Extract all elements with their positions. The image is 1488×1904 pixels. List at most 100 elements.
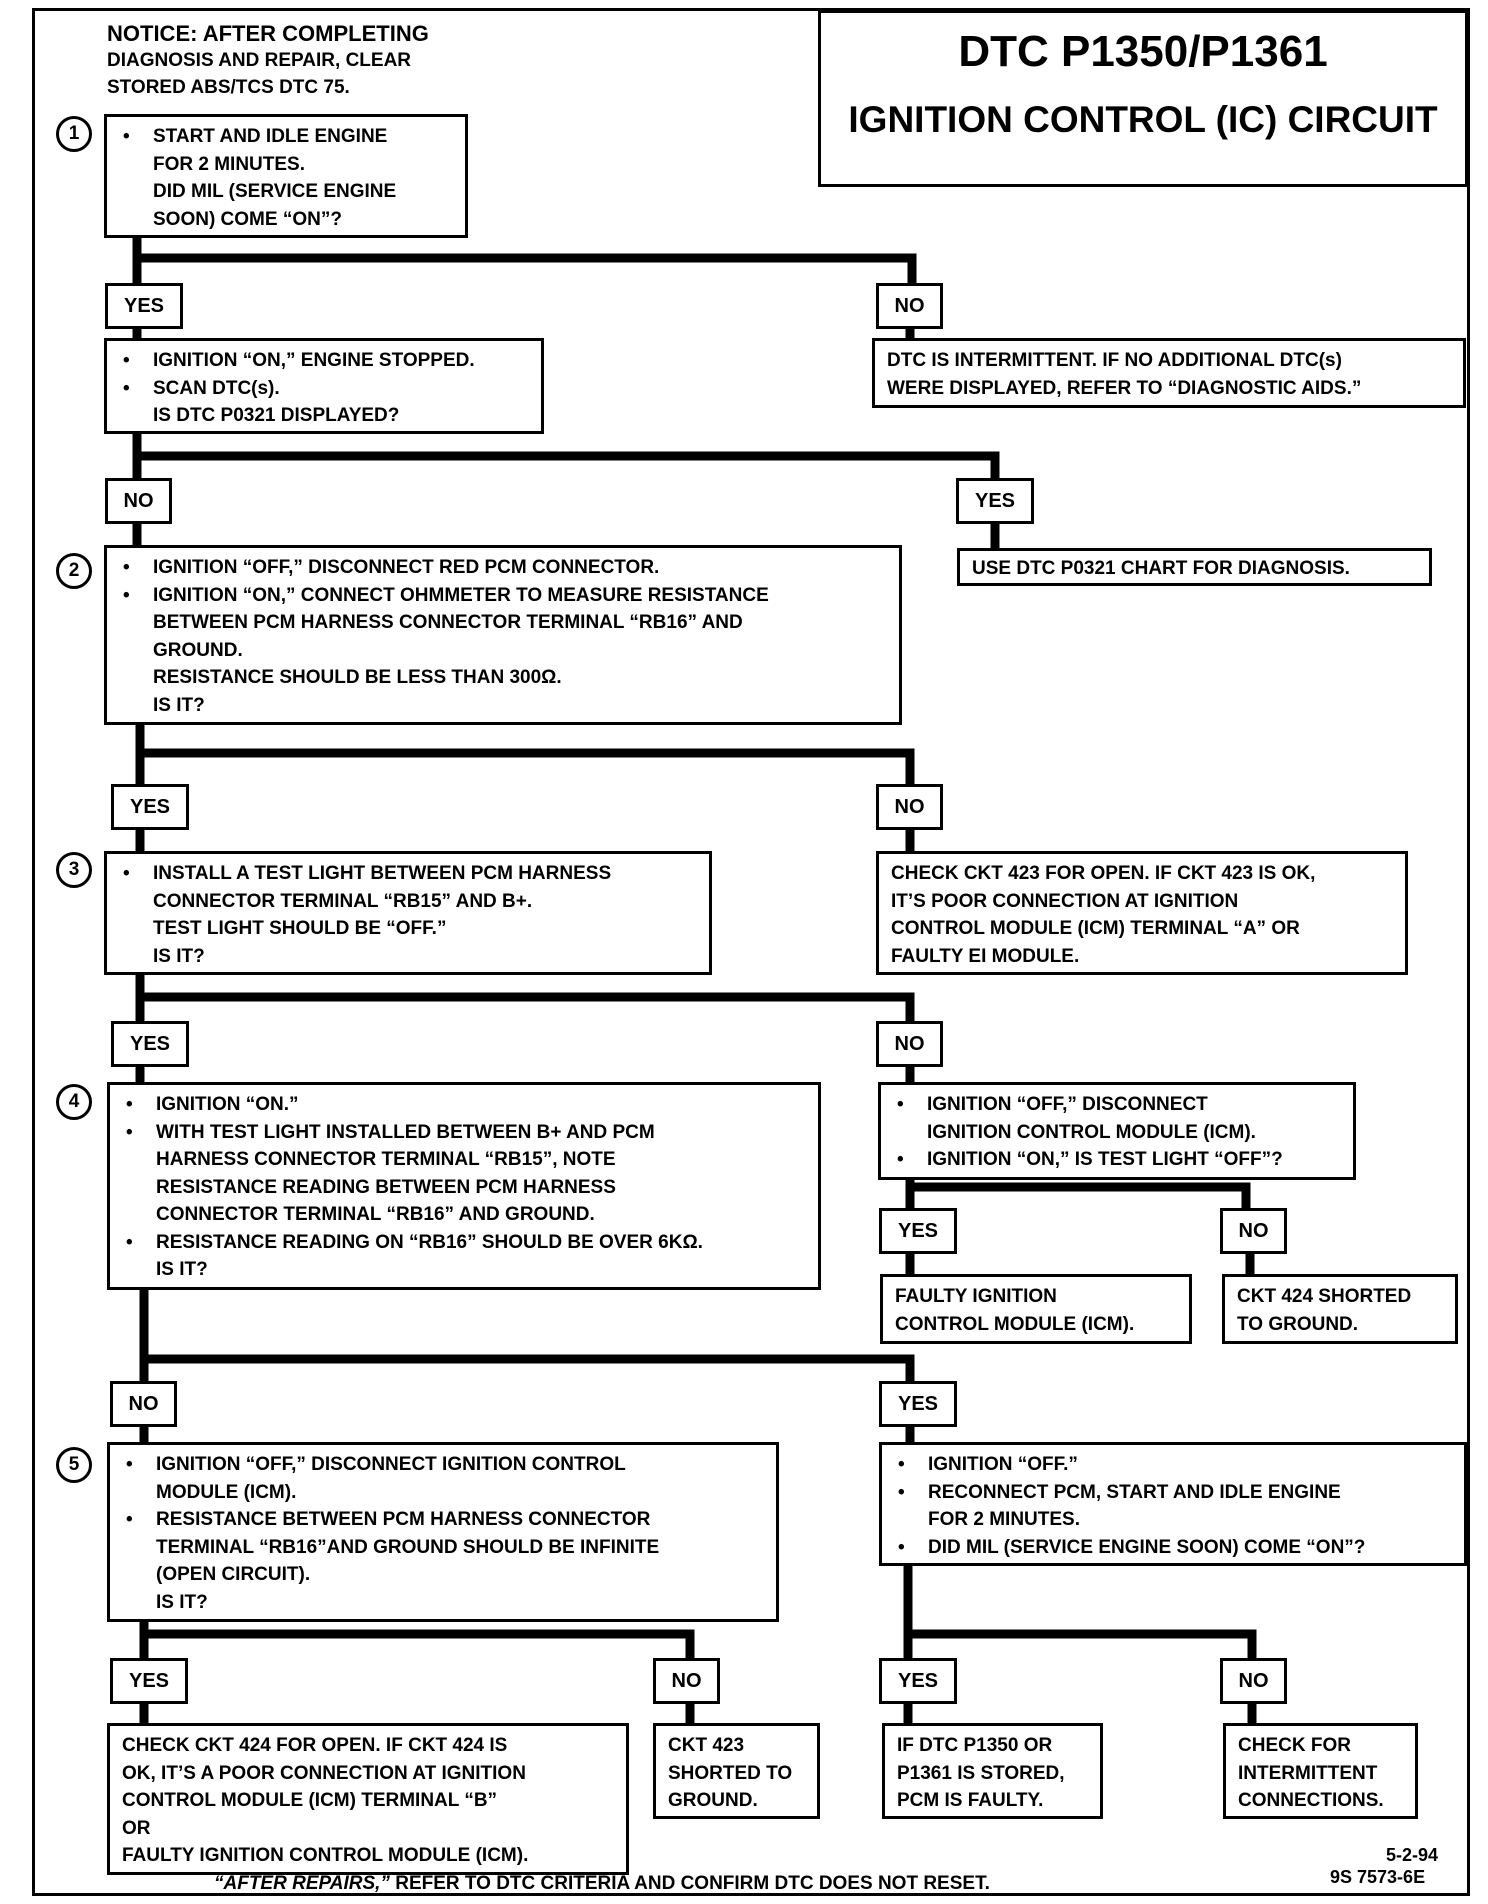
text-line: CONNECTIONS. [1238,1790,1384,1811]
step-marker-4: 4 [56,1084,92,1120]
bullet-line: DID MIL (SERVICE ENGINE SOON) COME “ON”? [894,1534,1454,1562]
text-line: IF DTC P1350 OR [897,1735,1053,1756]
text-line: CKT 424 SHORTED [1237,1286,1412,1307]
text-line: OK, IT’S A POOR CONNECTION AT IGNITION [122,1762,526,1784]
label-icm-yes: YES [879,1208,957,1254]
bullet-line: RESISTANCE READING ON “RB16” SHOULD BE O… [122,1229,808,1257]
text-line: RESISTANCE SHOULD BE LESS THAN 300Ω. [153,667,562,688]
bullet-line: IGNITION “OFF,” DISCONNECT [893,1091,1343,1119]
step-marker-5: 5 [56,1447,92,1483]
label-step5-yes: YES [110,1658,188,1704]
text-line: IGNITION CONTROL MODULE (ICM). [927,1121,1256,1143]
bullet-line: IGNITION “OFF,” DISCONNECT RED PCM CONNE… [119,554,889,582]
step-marker-2: 2 [56,553,92,589]
icm-faulty-box: FAULTY IGNITION CONTROL MODULE (ICM). [880,1274,1192,1344]
label-step1-no: NO [876,283,943,329]
title-circuit: IGNITION CONTROL (IC) CIRCUIT [848,99,1438,140]
text-line: FOR 2 MINUTES. [928,1509,1081,1530]
text-line: CHECK FOR [1238,1735,1351,1756]
bullet-line: INSTALL A TEST LIGHT BETWEEN PCM HARNESS [119,860,699,888]
text-line: CKT 423 [668,1735,745,1756]
bullet-line: IGNITION “ON,” CONNECT OHMMETER TO MEASU… [119,582,889,610]
bullet-line: IGNITION “ON.” [122,1091,808,1119]
notice-line: NOTICE: AFTER COMPLETING [107,21,429,46]
text-line: FAULTY IGNITION CONTROL MODULE (ICM). [122,1845,529,1866]
footer-rest: REFER TO DTC CRITERIA AND CONFIRM DTC DO… [389,1873,990,1894]
step4-box: IGNITION “ON.”WITH TEST LIGHT INSTALLED … [107,1082,821,1290]
label-step5-no: NO [653,1658,720,1704]
text-line: CONTROL MODULE (ICM) TERMINAL “A” OR [891,918,1300,939]
text-line: CONTROL MODULE (ICM) TERMINAL “B” [122,1790,498,1811]
label-step2-no: NO [876,784,943,830]
text-line: P1361 IS STORED, [897,1762,1065,1784]
label-icm-no: NO [1220,1208,1287,1254]
step5-box: IGNITION “OFF,” DISCONNECT IGNITION CONT… [107,1442,779,1622]
notice-text: NOTICE: AFTER COMPLETING DIAGNOSIS AND R… [107,20,429,101]
text-line: GROUND. [153,639,243,661]
label-step1-yes: YES [105,283,183,329]
p0321-box: USE DTC P0321 CHART FOR DIAGNOSIS. [957,548,1432,586]
text-line: GROUND. [668,1790,758,1811]
doc-id: 9S 7573-6E [1330,1867,1426,1887]
bullet-line: IGNITION “OFF.” [894,1451,1454,1479]
step-marker-3: 3 [56,852,92,888]
bullet-line: IGNITION “OFF,” DISCONNECT IGNITION CONT… [122,1451,766,1479]
text-line: RESISTANCE READING BETWEEN PCM HARNESS [156,1176,616,1198]
text-line: IS IT? [153,945,205,967]
text-line: DTC IS INTERMITTENT. IF NO ADDITIONAL DT… [887,350,1342,371]
step1-no-box: DTC IS INTERMITTENT. IF NO ADDITIONAL DT… [872,338,1466,408]
text-line: (OPEN CIRCUIT). [156,1564,311,1585]
text-line: FAULTY IGNITION [895,1286,1057,1307]
notice-line: DIAGNOSIS AND REPAIR, CLEAR [107,50,412,71]
text-line: FOR 2 MINUTES. [153,153,306,175]
label-step2-yes: YES [111,784,189,830]
text-line: MODULE (ICM). [156,1481,297,1503]
footer-after-repairs: “AFTER REPAIRS,” [214,1873,390,1894]
step3-no-box: CHECK CKT 423 FOR OPEN. IF CKT 423 IS OK… [876,851,1408,975]
title-box: DTC P1350/P1361 IGNITION CONTROL (IC) CI… [818,10,1468,187]
label-mil-yes: YES [879,1658,957,1704]
label-p0321-no: NO [105,478,172,524]
text-line: TERMINAL “RB16”AND GROUND SHOULD BE INFI… [156,1536,660,1558]
label-p0321-yes: YES [956,478,1034,524]
label-step3-yes: YES [111,1021,189,1067]
notice-line: STORED ABS/TCS DTC 75. [107,77,350,98]
text-line: OR [122,1817,151,1839]
step4-yes-box: IGNITION “OFF.”RECONNECT PCM, START AND … [879,1442,1467,1566]
text-line: CONTROL MODULE (ICM). [895,1313,1135,1335]
bullet-line: WITH TEST LIGHT INSTALLED BETWEEN B+ AND… [122,1119,808,1147]
label-step3-no: NO [876,1021,943,1067]
text-line: SOON) COME “ON”? [153,208,342,230]
text-line: IS IT? [156,1591,208,1613]
text-line: IS IT? [156,1259,208,1280]
text-line: BETWEEN PCM HARNESS CONNECTOR TERMINAL “… [153,612,743,633]
text-line: USE DTC P0321 CHART FOR DIAGNOSIS. [972,558,1350,579]
pcm-faulty-box: IF DTC P1350 OR P1361 IS STORED, PCM IS FA… [882,1723,1103,1819]
footer-note: “AFTER REPAIRS,” REFER TO DTC CRITERIA A… [214,1870,990,1897]
step1-yes-box: IGNITION “ON,” ENGINE STOPPED.SCAN DTC(s… [104,338,544,434]
bullet-line: IGNITION “ON,” IS TEST LIGHT “OFF”? [893,1146,1343,1174]
bullet-line: RESISTANCE BETWEEN PCM HARNESS CONNECTOR [122,1506,766,1534]
page-border [32,8,1470,1896]
text-line: PCM IS FAULTY. [897,1790,1044,1811]
label-step4-no: NO [110,1381,177,1427]
text-line: CHECK CKT 423 FOR OPEN. IF CKT 423 IS OK… [891,863,1316,884]
text-line: CHECK CKT 424 FOR OPEN. IF CKT 424 IS [122,1735,508,1756]
label-mil-no: NO [1220,1658,1287,1704]
text-line: WERE DISPLAYED, REFER TO “DIAGNOSTIC AID… [887,377,1362,399]
text-line: CONNECTOR TERMINAL “RB15” AND B+. [153,890,533,912]
bullet-line: START AND IDLE ENGINE [119,123,455,151]
text-line: IT’S POOR CONNECTION AT IGNITION [891,890,1239,912]
bullet-line: RECONNECT PCM, START AND IDLE ENGINE [894,1479,1454,1507]
text-line: CONNECTOR TERMINAL “RB16” AND GROUND. [156,1204,595,1225]
text-line: SHORTED TO [668,1762,793,1784]
bullet-line: SCAN DTC(s). [119,375,531,403]
text-line: IS IT? [153,694,205,716]
doc-date: 5-2-94 [1386,1845,1439,1865]
